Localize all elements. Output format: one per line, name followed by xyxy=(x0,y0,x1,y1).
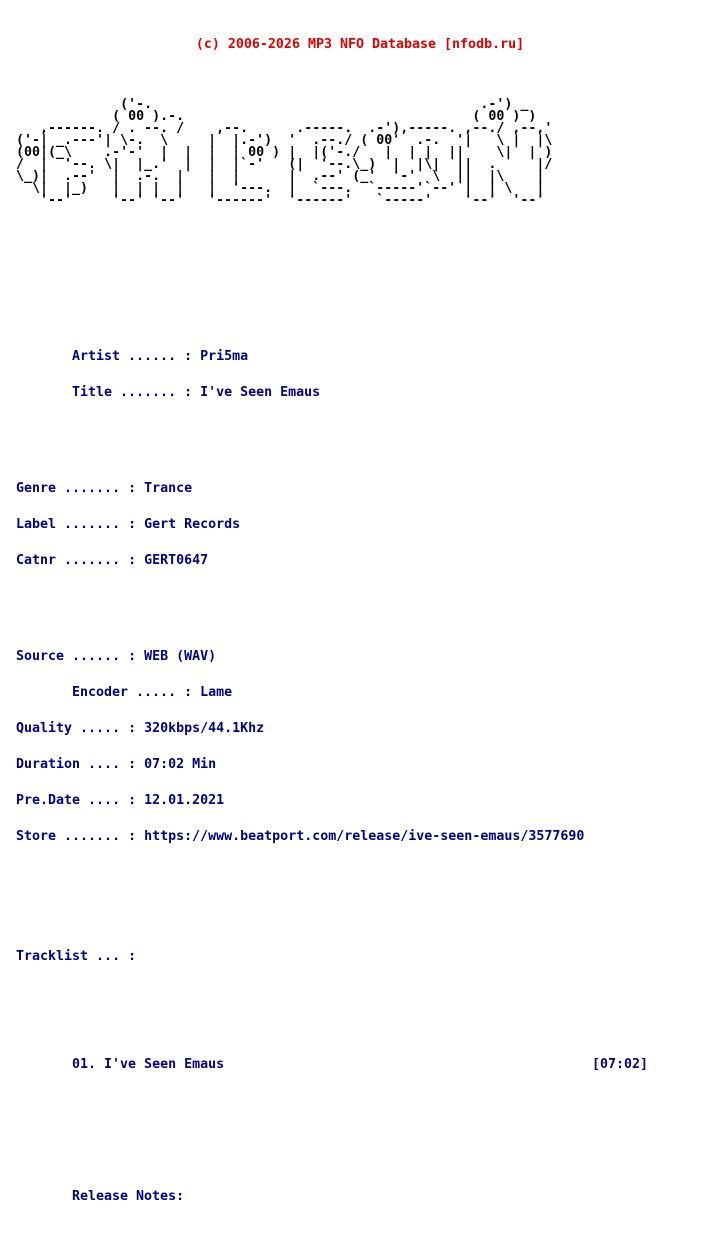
nfodb-copyright-header: (c) 2006-2026 MP3 NFO Database [nfodb.ru… xyxy=(195,37,525,52)
field-value-genre: Trance xyxy=(144,481,193,496)
field-value-duration: 07:02 Min xyxy=(144,757,217,772)
field-label-source: Source ...... : xyxy=(16,649,145,664)
field-label-duration: Duration .... : xyxy=(16,757,145,772)
field-line-artist: Artist ...... : Pri5ma xyxy=(0,349,720,364)
track-title: I've Seen Emaus xyxy=(104,1057,225,1072)
field-value-artist: Pri5ma xyxy=(200,349,249,364)
field-value-encoder: Lame xyxy=(200,685,233,700)
track-duration: [07:02] xyxy=(592,1057,649,1072)
field-line-genre: Genre ....... : Trance xyxy=(0,481,720,496)
field-value-quality: 320kbps/44.1Khz xyxy=(144,721,265,736)
tracklist-heading: Tracklist ... : xyxy=(16,949,137,964)
field-label-genre: Genre ....... : xyxy=(16,481,145,496)
store-url[interactable]: https://www.beatport.com/release/ive-see… xyxy=(144,829,585,844)
field-line-quality: Quality ..... : 320kbps/44.1Khz xyxy=(0,721,720,736)
field-label-encoder: Encoder ..... : xyxy=(72,685,201,700)
release-notes-heading: Release Notes: xyxy=(72,1189,185,1204)
field-line-encoder: Encoder ..... : Lame xyxy=(0,685,720,700)
track-row: 01. I've Seen Emaus [07:02] xyxy=(0,1057,720,1072)
field-label-store: Store ....... : xyxy=(16,829,145,844)
field-label-label: Label ....... : xyxy=(16,517,145,532)
field-value-title: I've Seen Emaus xyxy=(200,385,321,400)
field-value-catnr: GERT0647 xyxy=(144,553,209,568)
field-value-source: WEB (WAV) xyxy=(144,649,217,664)
field-label-artist: Artist ...... : xyxy=(72,349,201,364)
field-line-label: Label ....... : Gert Records xyxy=(0,517,720,532)
field-line-source: Source ...... : WEB (WAV) xyxy=(0,649,720,664)
field-label-catnr: Catnr ....... : xyxy=(16,553,145,568)
field-line-catnr: Catnr ....... : GERT0647 xyxy=(0,553,720,568)
field-line-predate: Pre.Date .... : 12.01.2021 xyxy=(0,793,720,808)
field-label-predate: Pre.Date .... : xyxy=(16,793,145,808)
field-line-duration: Duration .... : 07:02 Min xyxy=(0,757,720,772)
field-line-title: Title ....... : I've Seen Emaus xyxy=(0,385,720,400)
falcon-ascii-logo: ('-. .-') _ ( 00 ).-. ( 00 ) ) ,------. … xyxy=(16,97,553,208)
field-label-quality: Quality ..... : xyxy=(16,721,145,736)
field-value-label: Gert Records xyxy=(144,517,241,532)
track-number: 01. xyxy=(72,1057,97,1072)
field-value-predate: 12.01.2021 xyxy=(144,793,225,808)
field-label-title: Title ....... : xyxy=(72,385,201,400)
track-entry: 01. I've Seen Emaus xyxy=(72,1057,225,1072)
nfo-document: (c) 2006-2026 MP3 NFO Database [nfodb.ru… xyxy=(0,37,720,1203)
field-line-store: Store ....... : https://www.beatport.com… xyxy=(0,829,720,844)
